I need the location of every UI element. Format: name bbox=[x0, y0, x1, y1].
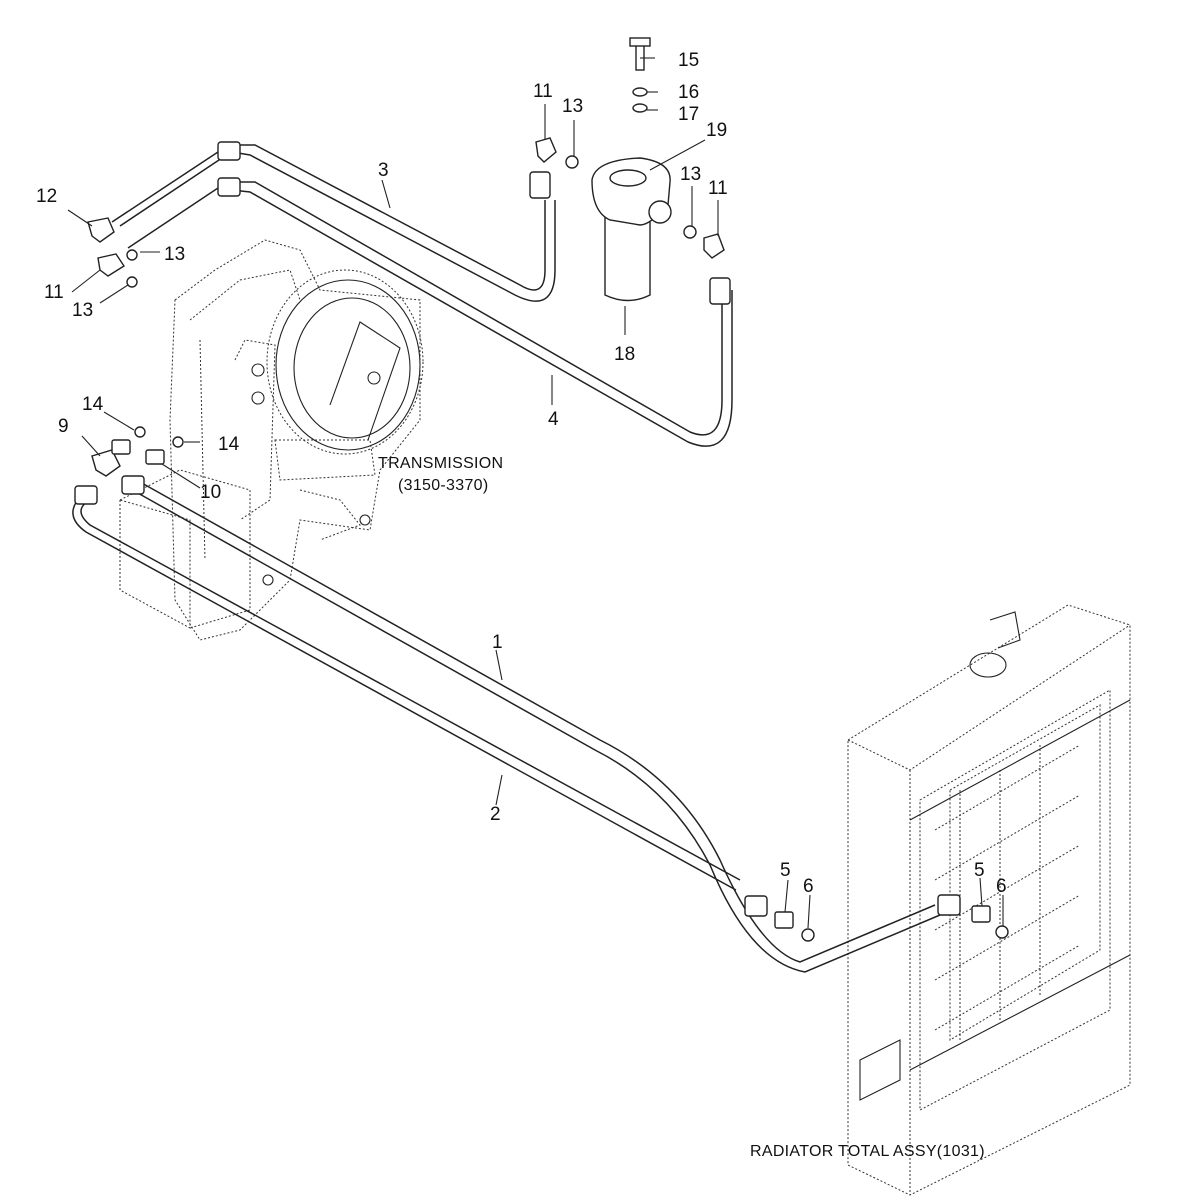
hose-3 bbox=[111, 141, 556, 302]
callout-12: 12 bbox=[36, 186, 57, 207]
callout-labels: 1 2 3 4 5 5 6 6 9 10 11 11 11 12 13 13 1… bbox=[36, 50, 1007, 897]
leader-lines bbox=[67, 57, 1004, 929]
callout-9: 9 bbox=[58, 416, 69, 437]
assembly-captions: TRANSMISSION (3150-3370) RADIATOR TOTAL … bbox=[378, 455, 985, 1160]
callout-15: 15 bbox=[678, 50, 699, 71]
callout-11a: 11 bbox=[533, 81, 553, 102]
oil-filter bbox=[535, 37, 725, 302]
fittings-radiator bbox=[774, 905, 1009, 942]
callout-17: 17 bbox=[678, 104, 699, 125]
callout-14a: 14 bbox=[82, 394, 104, 415]
fittings-transmission-port bbox=[91, 426, 184, 477]
callout-11b: 11 bbox=[708, 178, 728, 199]
transmission-label: TRANSMISSION bbox=[378, 455, 503, 472]
callout-14b: 14 bbox=[218, 434, 240, 455]
callout-13d: 13 bbox=[72, 300, 93, 321]
callout-3: 3 bbox=[378, 160, 389, 181]
callout-1: 1 bbox=[492, 632, 503, 653]
hose-4 bbox=[127, 177, 733, 447]
callout-13b: 13 bbox=[680, 164, 701, 185]
callout-2: 2 bbox=[490, 804, 501, 825]
radiator-label: RADIATOR TOTAL ASSY(1031) bbox=[750, 1143, 985, 1160]
callout-11c: 11 bbox=[44, 282, 64, 303]
fittings-left bbox=[87, 217, 138, 288]
callout-5a: 5 bbox=[780, 860, 791, 881]
hose-2 bbox=[72, 485, 768, 917]
hose-1 bbox=[121, 475, 961, 973]
callout-5b: 5 bbox=[974, 860, 985, 881]
transmission-housing bbox=[119, 239, 424, 641]
callout-19: 19 bbox=[706, 120, 727, 141]
callout-13c: 13 bbox=[164, 244, 185, 265]
callout-6a: 6 bbox=[803, 876, 814, 897]
radiator-assembly bbox=[847, 604, 1131, 1196]
callout-13a: 13 bbox=[562, 96, 583, 117]
callout-18: 18 bbox=[614, 344, 635, 365]
transmission-code-label: (3150-3370) bbox=[398, 477, 488, 494]
callout-10: 10 bbox=[200, 482, 221, 503]
callout-6b: 6 bbox=[996, 876, 1007, 897]
callout-16: 16 bbox=[678, 82, 699, 103]
callout-4: 4 bbox=[548, 409, 559, 430]
